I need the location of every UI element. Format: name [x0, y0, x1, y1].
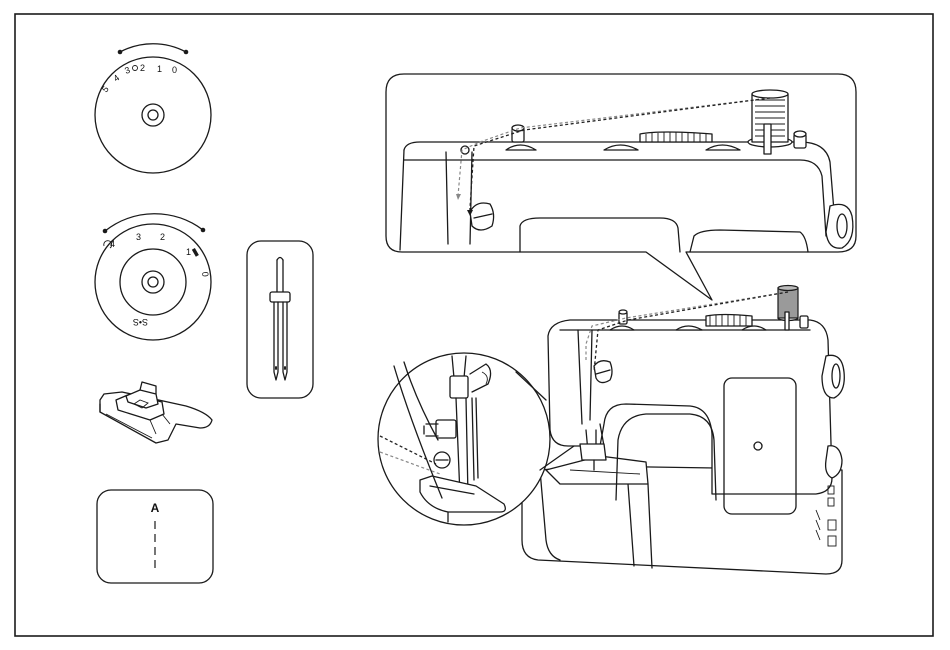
width-number-1: 1: [186, 247, 191, 257]
pattern-panel: A: [97, 490, 213, 583]
width-indicator-bar: [192, 248, 199, 257]
dial-dot-marker: [133, 66, 138, 71]
dial-number-1: 1: [157, 64, 162, 74]
dial-number-2: 2: [140, 63, 145, 73]
width-number-3: 3: [136, 232, 141, 242]
width-number-2: 2: [160, 232, 165, 242]
zigzag-presser-foot: [100, 382, 212, 443]
twin-needle-panel: [247, 241, 313, 398]
dial-number-0: 0: [172, 65, 177, 75]
stitch-width-dial: 4 3 2 1 0 S•S: [95, 214, 211, 340]
width-bottom-label: S•S: [133, 317, 148, 327]
dial-number-3: 3: [123, 65, 131, 76]
sewing-machine: [522, 286, 844, 575]
pattern-letter: A: [151, 501, 160, 515]
stitch-length-dial: 5 4 3 2 1 0: [95, 44, 211, 173]
width-number-0: 0: [200, 271, 210, 277]
dial-number-5: 5: [100, 84, 111, 94]
dial-number-4: 4: [111, 73, 121, 84]
threading-callout: [386, 74, 856, 300]
